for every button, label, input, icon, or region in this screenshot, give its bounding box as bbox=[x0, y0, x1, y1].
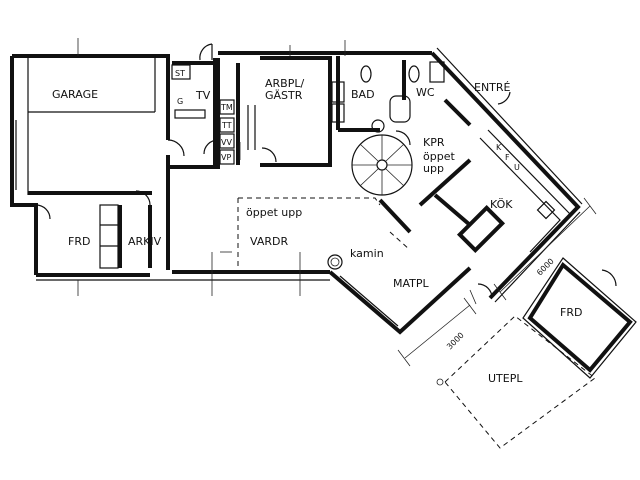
label-garage: GARAGE bbox=[52, 88, 98, 101]
terrace-utepl bbox=[444, 315, 596, 449]
spiral-staircase bbox=[351, 134, 413, 196]
label-tm: TM bbox=[220, 103, 233, 112]
label-vp: VP bbox=[221, 153, 231, 162]
label-bad: BAD bbox=[351, 88, 375, 101]
label-tv: TV bbox=[195, 89, 211, 102]
interior-walls bbox=[28, 56, 506, 270]
doors bbox=[35, 43, 617, 299]
bathroom-fixtures bbox=[331, 61, 445, 133]
label-tt: TT bbox=[221, 121, 232, 130]
grid-ticks bbox=[77, 38, 477, 305]
label-g: G bbox=[177, 97, 183, 106]
label-utepl: UTEPL bbox=[488, 372, 523, 385]
label-vardr: VARDR bbox=[250, 235, 288, 248]
label-vv: VV bbox=[221, 138, 232, 147]
label-kpr: KPR bbox=[423, 136, 445, 149]
label-arkiv: ARKIV bbox=[128, 235, 162, 248]
closet-fixtures bbox=[99, 64, 256, 269]
label-frd-right: FRD bbox=[560, 306, 582, 319]
fireplace-icon bbox=[327, 254, 343, 270]
room-labels: GARAGE ST G TV TM TT VV VP ARBPL/ GÄSTR … bbox=[52, 69, 582, 385]
kitchen-letter-u: U bbox=[514, 163, 520, 172]
label-kok: KÖK bbox=[490, 198, 513, 211]
exterior-walls bbox=[10, 51, 581, 335]
open-to-above-outline bbox=[237, 197, 411, 270]
dimension-3000: 3000 bbox=[445, 331, 466, 352]
label-wc: WC bbox=[416, 86, 435, 99]
label-arbpl-1: ARBPL/ bbox=[265, 77, 304, 90]
label-frd-left: FRD bbox=[68, 235, 90, 248]
label-matpl: MATPL bbox=[393, 277, 430, 290]
windows bbox=[15, 47, 583, 327]
porch-frd bbox=[522, 257, 637, 379]
label-st: ST bbox=[175, 69, 185, 78]
label-kpr-open-1: öppet bbox=[423, 150, 455, 163]
label-oppet-upp: öppet upp bbox=[246, 206, 302, 219]
dimension-lines bbox=[397, 197, 597, 386]
label-kpr-open-2: upp bbox=[423, 162, 444, 175]
label-entre: ENTRÉ bbox=[474, 81, 511, 94]
label-kamin: kamin bbox=[350, 247, 384, 260]
kitchen-counters bbox=[479, 129, 571, 253]
label-arbpl-2: GÄSTR bbox=[265, 89, 303, 102]
kitchen-letter-f: F bbox=[505, 153, 510, 162]
kitchen-letter-k: K bbox=[496, 143, 502, 152]
